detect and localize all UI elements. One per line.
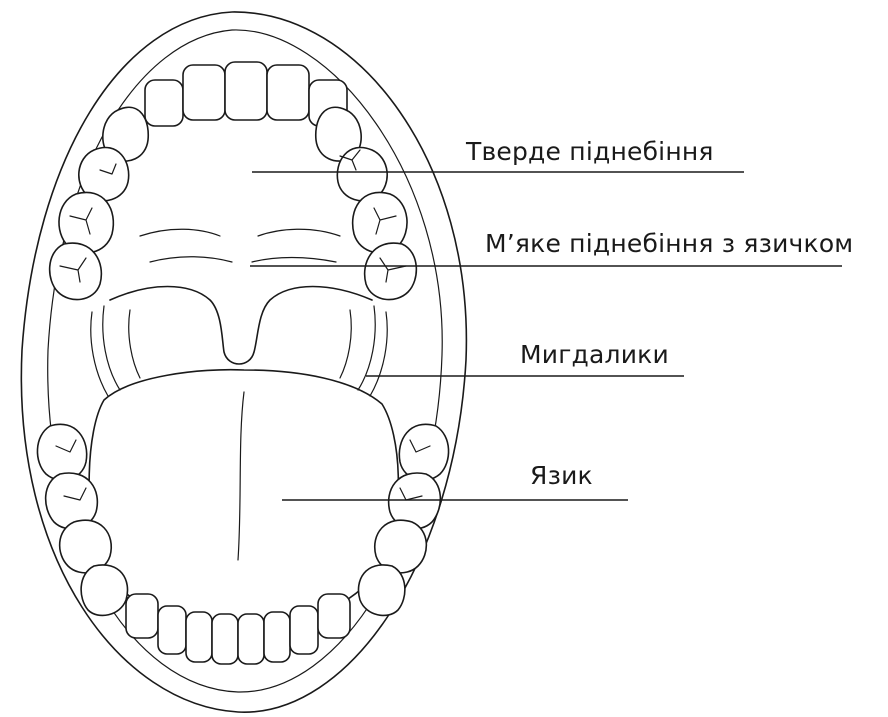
lower-teeth [37, 424, 448, 664]
hard-palate [140, 229, 220, 236]
label-tongue: Язик [530, 461, 593, 490]
label-tonsils: Мигдалики [520, 340, 669, 369]
soft-palate-uvula [110, 287, 372, 365]
label-soft-palate: М’яке піднебіння з язичком [485, 229, 853, 258]
tongue [89, 370, 398, 628]
upper-teeth [50, 62, 417, 300]
tongue-midline [238, 392, 244, 560]
label-hard-palate: Тверде піднебіння [466, 137, 714, 166]
